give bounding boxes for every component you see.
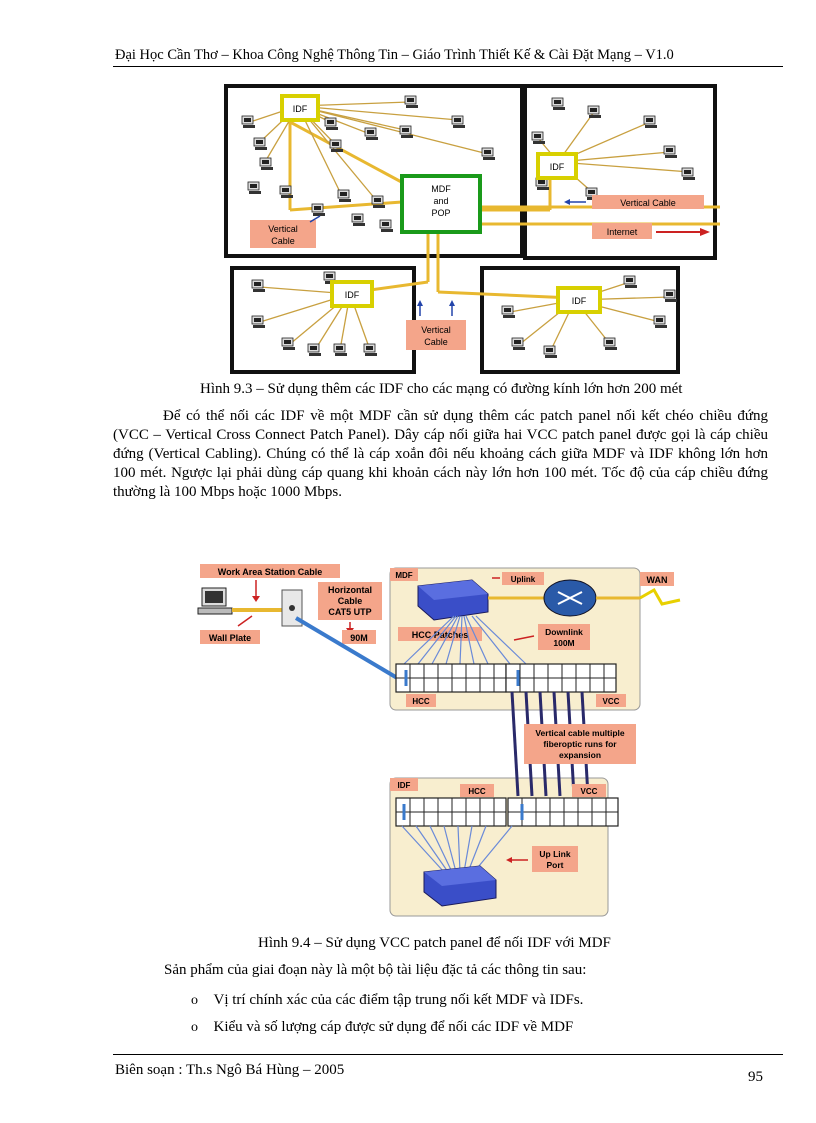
up-link-port-label: Up Link Port	[532, 846, 578, 872]
svg-text:IDF: IDF	[398, 781, 411, 790]
building-bottom-right	[480, 266, 680, 374]
vertical-cable-label-right: Vertical Cable	[592, 195, 704, 209]
figure-9-3-caption: Hình 9.3 – Sử dụng thêm các IDF cho các …	[200, 381, 683, 397]
bullet-text: Vị trí chính xác của các điểm tập trung …	[213, 992, 584, 1008]
svg-text:HCC: HCC	[468, 787, 486, 796]
work-area-label: Work Area Station Cable	[200, 564, 340, 578]
svg-text:expansion: expansion	[559, 750, 601, 760]
idf-box-main: IDF	[280, 94, 320, 122]
svg-text:HCC Patches: HCC Patches	[412, 630, 469, 640]
bullet-marker: o	[191, 1020, 198, 1035]
svg-text:CAT5 UTP: CAT5 UTP	[328, 607, 371, 617]
vcc-label-idf: VCC	[572, 784, 606, 797]
idf-box-bottom-left: IDF	[330, 280, 374, 308]
footer-author: Biên soạn : Th.s Ngô Bá Hùng – 2005	[115, 1062, 345, 1078]
svg-text:IDF: IDF	[293, 104, 308, 114]
internet-label: Internet	[592, 223, 652, 239]
svg-text:Horizontal: Horizontal	[328, 585, 372, 595]
vcc-label-mdf: VCC	[596, 694, 626, 707]
idf-tag: IDF	[390, 778, 418, 791]
figure-9-4: Work Area Station Cable Wall Plate Horiz…	[197, 564, 681, 917]
vertical-cable-label-center: Vertical Cable	[406, 320, 466, 350]
mdf-pop-box: MDF and POP	[400, 174, 482, 234]
svg-text:MDF: MDF	[431, 184, 451, 194]
mdf-vcc-panel	[505, 663, 617, 693]
vertical-fiber-note: Vertical cable multiple fiberoptic runs …	[524, 724, 636, 764]
body-paragraph: Để có thể nối các IDF về một MDF cần sử …	[113, 408, 768, 500]
svg-text:Vertical Cable: Vertical Cable	[620, 198, 676, 208]
figure-9-4-caption: Hình 9.4 – Sử dụng VCC patch panel để nố…	[258, 935, 611, 951]
svg-text:Port: Port	[547, 860, 564, 870]
wall-plate-label: Wall Plate	[200, 630, 260, 644]
idf-switch-icon	[423, 865, 497, 907]
hcc-label-idf: HCC	[460, 784, 494, 797]
summary-line: Sản phẩm của giai đoạn này là một bộ tài…	[164, 962, 587, 978]
svg-text:Vertical: Vertical	[421, 325, 451, 335]
mdf-switch-icon	[417, 579, 489, 621]
svg-text:Cable: Cable	[271, 236, 295, 246]
idf-vcc-panel	[507, 797, 619, 827]
svg-text:Vertical cable multiple: Vertical cable multiple	[535, 728, 625, 738]
svg-text:Cable: Cable	[424, 337, 448, 347]
svg-text:Wall Plate: Wall Plate	[209, 633, 251, 643]
page-number: 95	[748, 1069, 763, 1085]
horizontal-cable-label: Horizontal Cable CAT5 UTP	[318, 582, 382, 620]
footer-rule	[113, 1054, 783, 1055]
figure-9-3: IDF IDF IDF IDF MDF and POP Vertical Cab…	[224, 84, 720, 374]
svg-text:fiberoptic runs for: fiberoptic runs for	[543, 739, 617, 749]
svg-text:Work Area Station Cable: Work Area Station Cable	[218, 567, 323, 577]
svg-text:HCC: HCC	[412, 697, 430, 706]
svg-text:100M: 100M	[553, 638, 574, 648]
svg-text:Internet: Internet	[607, 227, 638, 237]
svg-text:POP: POP	[431, 208, 450, 218]
mdf-tag: MDF	[390, 568, 418, 581]
distance-90m-label: 90M	[342, 630, 376, 644]
running-header: Đại Học Cần Thơ – Khoa Công Nghệ Thông T…	[115, 47, 674, 63]
router-icon	[543, 579, 597, 617]
svg-text:VCC: VCC	[581, 787, 598, 796]
idf-box-bottom-right: IDF	[556, 286, 602, 314]
downlink-label: Downlink 100M	[538, 624, 590, 650]
svg-text:VCC: VCC	[603, 697, 620, 706]
vertical-cable-label-left: Vertical Cable	[250, 220, 316, 248]
workstation-computer	[197, 587, 233, 615]
svg-text:IDF: IDF	[345, 290, 360, 300]
header-rule	[113, 66, 783, 67]
mdf-hcc-panel	[395, 663, 507, 693]
bullet-marker: o	[191, 993, 198, 1008]
idf-box-right: IDF	[536, 152, 578, 180]
svg-text:Up Link: Up Link	[539, 849, 570, 859]
svg-text:Downlink: Downlink	[545, 627, 583, 637]
svg-text:WAN: WAN	[647, 575, 668, 585]
bullet-item-2: o Kiểu và số lượng cáp được sử dụng để n…	[191, 1019, 573, 1036]
bullet-text: Kiểu và số lượng cáp được sử dụng để nối…	[213, 1019, 574, 1035]
svg-text:IDF: IDF	[572, 296, 587, 306]
svg-text:Cable: Cable	[338, 596, 363, 606]
svg-text:and: and	[433, 196, 448, 206]
svg-text:IDF: IDF	[550, 162, 565, 172]
hcc-label-mdf: HCC	[406, 694, 436, 707]
bullet-item-1: o Vị trí chính xác của các điểm tập trun…	[191, 992, 583, 1009]
uplink-label: Uplink	[502, 572, 544, 585]
svg-text:MDF: MDF	[395, 571, 412, 580]
svg-text:Vertical: Vertical	[268, 224, 298, 234]
svg-text:Uplink: Uplink	[511, 575, 536, 584]
svg-text:90M: 90M	[350, 633, 368, 643]
idf-hcc-panel	[395, 797, 507, 827]
wan-label: WAN	[640, 572, 674, 586]
